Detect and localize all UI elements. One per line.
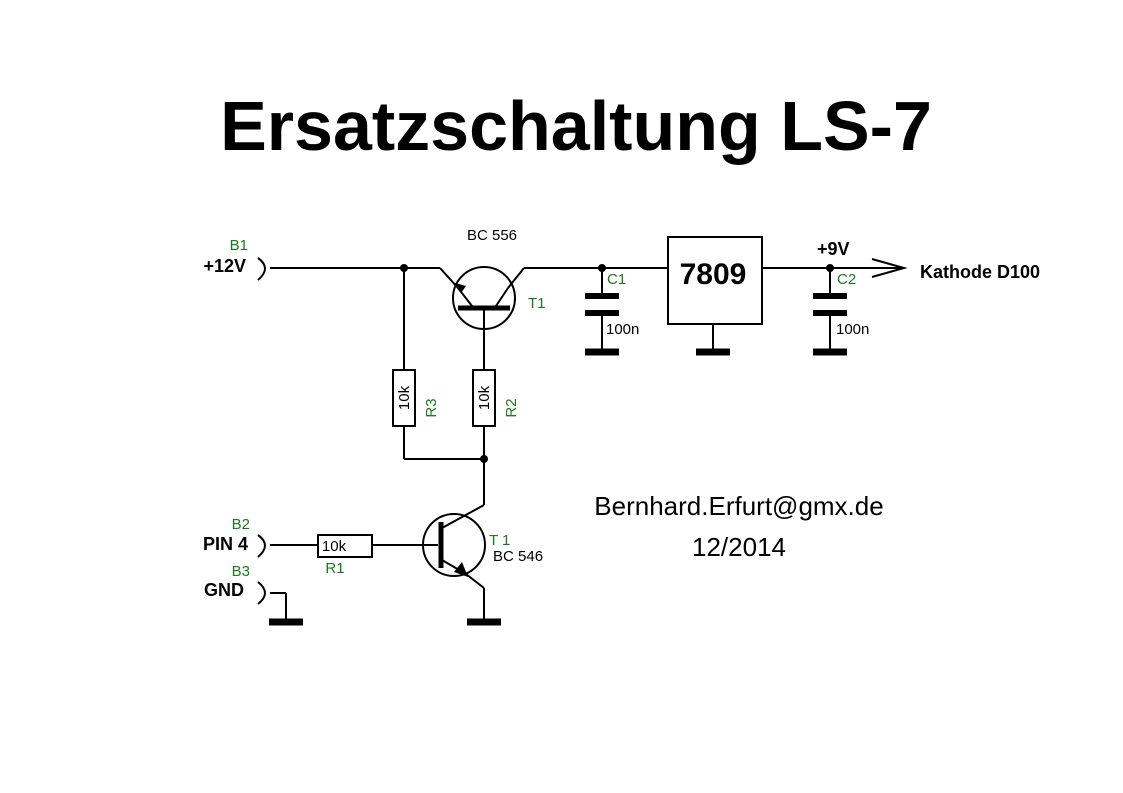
- emitter-arrow: [454, 562, 468, 577]
- transistor-t2: T 1 BC 546: [422, 513, 543, 577]
- output-voltage: +9V: [817, 239, 850, 259]
- page-title: Ersatzschaltung LS-7: [220, 87, 932, 165]
- junction-dot: [480, 455, 488, 463]
- capacitor-ref: C1: [607, 271, 626, 288]
- resistor-ref: R1: [325, 560, 344, 577]
- regulator-body: [667, 236, 763, 325]
- transistor-type: BC 546: [493, 548, 543, 565]
- connector-symbol: [257, 257, 266, 281]
- transistor-body: [422, 513, 486, 577]
- resistor-ref: R3: [423, 398, 440, 417]
- connector-ref: B1: [230, 237, 248, 254]
- junction-dot: [598, 264, 606, 272]
- date: 12/2014: [692, 532, 786, 562]
- capacitor-c1: C1 100n: [585, 271, 639, 338]
- transistor-type: BC 556: [467, 227, 517, 244]
- connector-label: GND: [204, 580, 244, 600]
- transistor-ref: T1: [528, 295, 546, 312]
- connector-b1: B1 +12V: [203, 237, 266, 281]
- connector-b2: B2 PIN 4: [203, 516, 266, 558]
- output-label: Kathode D100: [920, 262, 1040, 282]
- transistor-t1: BC 556 T1: [452, 227, 546, 330]
- emitter-arrow: [452, 282, 466, 293]
- wires: [270, 267, 900, 620]
- resistor-value: 10k: [476, 385, 493, 410]
- resistor-value: 10k: [396, 385, 413, 410]
- resistor-body: [392, 369, 416, 427]
- connector-symbol: [257, 581, 266, 605]
- connector-label: +12V: [203, 256, 246, 276]
- resistor-body: [472, 369, 496, 427]
- connector-label: PIN 4: [203, 534, 248, 554]
- transistor-body: [452, 266, 516, 330]
- transistor-ref: T 1: [489, 532, 510, 549]
- resistor-value: 10k: [322, 538, 347, 555]
- regulator-7809: 7809: [667, 236, 763, 325]
- connector-ref: B3: [232, 563, 250, 580]
- connector-b3: B3 GND: [204, 563, 266, 605]
- capacitor-value: 100n: [836, 321, 869, 338]
- resistor-r2: 10k R2: [472, 369, 520, 427]
- resistor-body: [317, 534, 373, 558]
- author-email: Bernhard.Erfurt@gmx.de: [594, 491, 883, 521]
- resistor-r3: 10k R3: [392, 369, 440, 427]
- capacitor-value: 100n: [606, 321, 639, 338]
- regulator-label: 7809: [680, 258, 747, 291]
- resistor-r1: 10k R1: [317, 534, 373, 577]
- junction-dot: [826, 264, 834, 272]
- resistor-ref: R2: [503, 398, 520, 417]
- junction-dot: [400, 264, 408, 272]
- connector-ref: B2: [232, 516, 250, 533]
- output: +9V Kathode D100: [817, 239, 1040, 282]
- capacitor-c2: C2 100n: [813, 271, 869, 338]
- capacitor-ref: C2: [837, 271, 856, 288]
- connector-symbol: [257, 534, 266, 558]
- output-arrow: [871, 258, 908, 278]
